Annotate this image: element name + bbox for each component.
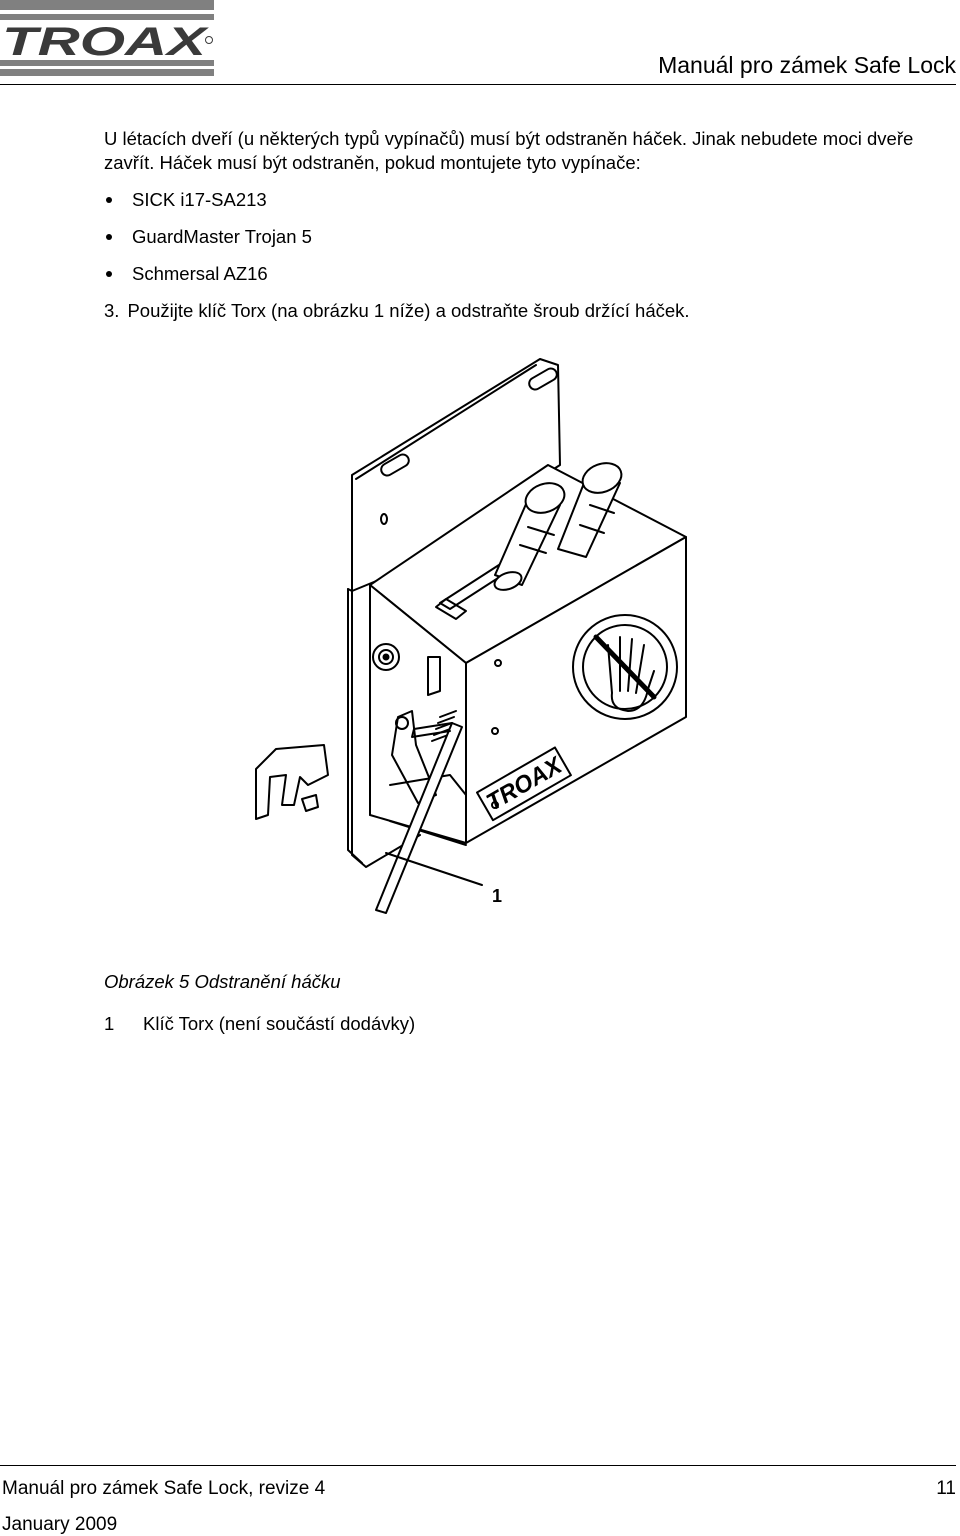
list-item: Schmersal AZ16	[104, 262, 312, 299]
svg-text:TROAX: TROAX	[2, 20, 209, 64]
legend-number: 1	[104, 1013, 115, 1034]
footer-title: Manuál pro zámek Safe Lock, revize 4	[2, 1478, 326, 1499]
header-divider	[0, 84, 956, 85]
bullet-icon	[106, 271, 112, 277]
safe-lock-drawing: TROAX	[255, 358, 687, 914]
document-title: Manuál pro zámek Safe Lock	[658, 52, 956, 78]
footer-date: January 2009	[2, 1514, 118, 1535]
step-text: Použijte klíč Torx (na obrázku 1 níže) a…	[127, 300, 690, 321]
figure-callout-1: 1	[492, 886, 503, 906]
bullet-icon	[106, 234, 112, 240]
step-3: 3. Použijte klíč Torx (na obrázku 1 níže)…	[104, 299, 690, 323]
legend-text: Klíč Torx (není součástí dodávky)	[143, 1013, 416, 1034]
footer-divider	[0, 1465, 956, 1466]
intro-paragraph: U létacích dveří (u některých typů vypín…	[104, 128, 914, 173]
bullet-icon	[106, 197, 112, 203]
figure-legend-item: 1 Klíč Torx (není součástí dodávky)	[104, 1013, 415, 1035]
figure-caption: Obrázek 5 Odstranění háčku	[104, 971, 341, 992]
troax-logo: TROAX	[0, 0, 214, 76]
list-item: GuardMaster Trojan 5	[104, 225, 312, 262]
step-number: 3.	[104, 300, 120, 321]
list-item: SICK i17-SA213	[104, 188, 312, 225]
page-number: 11	[936, 1478, 956, 1499]
no-hand-warning-icon	[572, 614, 678, 720]
switch-list: SICK i17-SA213 GuardMaster Trojan 5 Schm…	[104, 188, 312, 299]
